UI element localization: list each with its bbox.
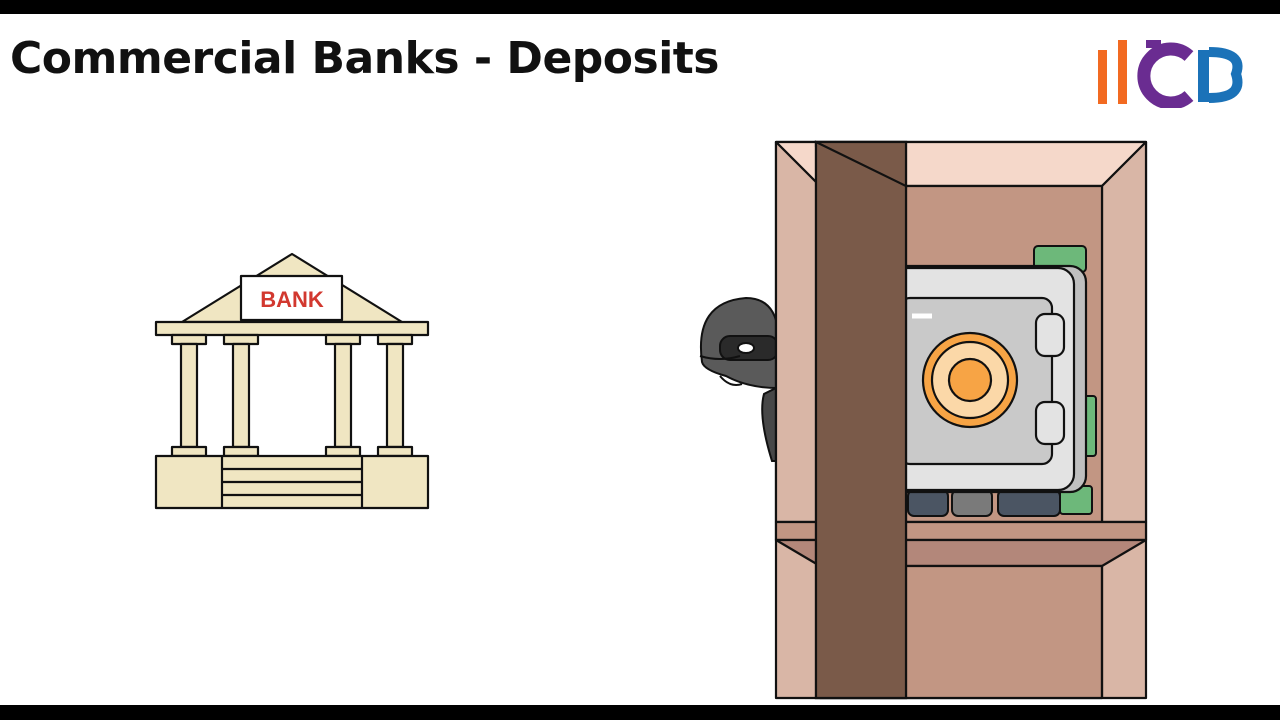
slide-title: Commercial Banks - Deposits <box>10 33 720 84</box>
slide: Commercial Banks - Deposits <box>0 14 1280 705</box>
icb-logo <box>1098 40 1243 108</box>
vault-cabinet-illustration <box>699 140 1148 700</box>
thief-icon <box>699 296 782 462</box>
bank-sign-label: BANK <box>260 287 324 312</box>
safe-icon <box>878 264 1088 494</box>
bank-building-icon: BANK <box>154 252 430 510</box>
cabinet-door-icon <box>814 140 908 700</box>
